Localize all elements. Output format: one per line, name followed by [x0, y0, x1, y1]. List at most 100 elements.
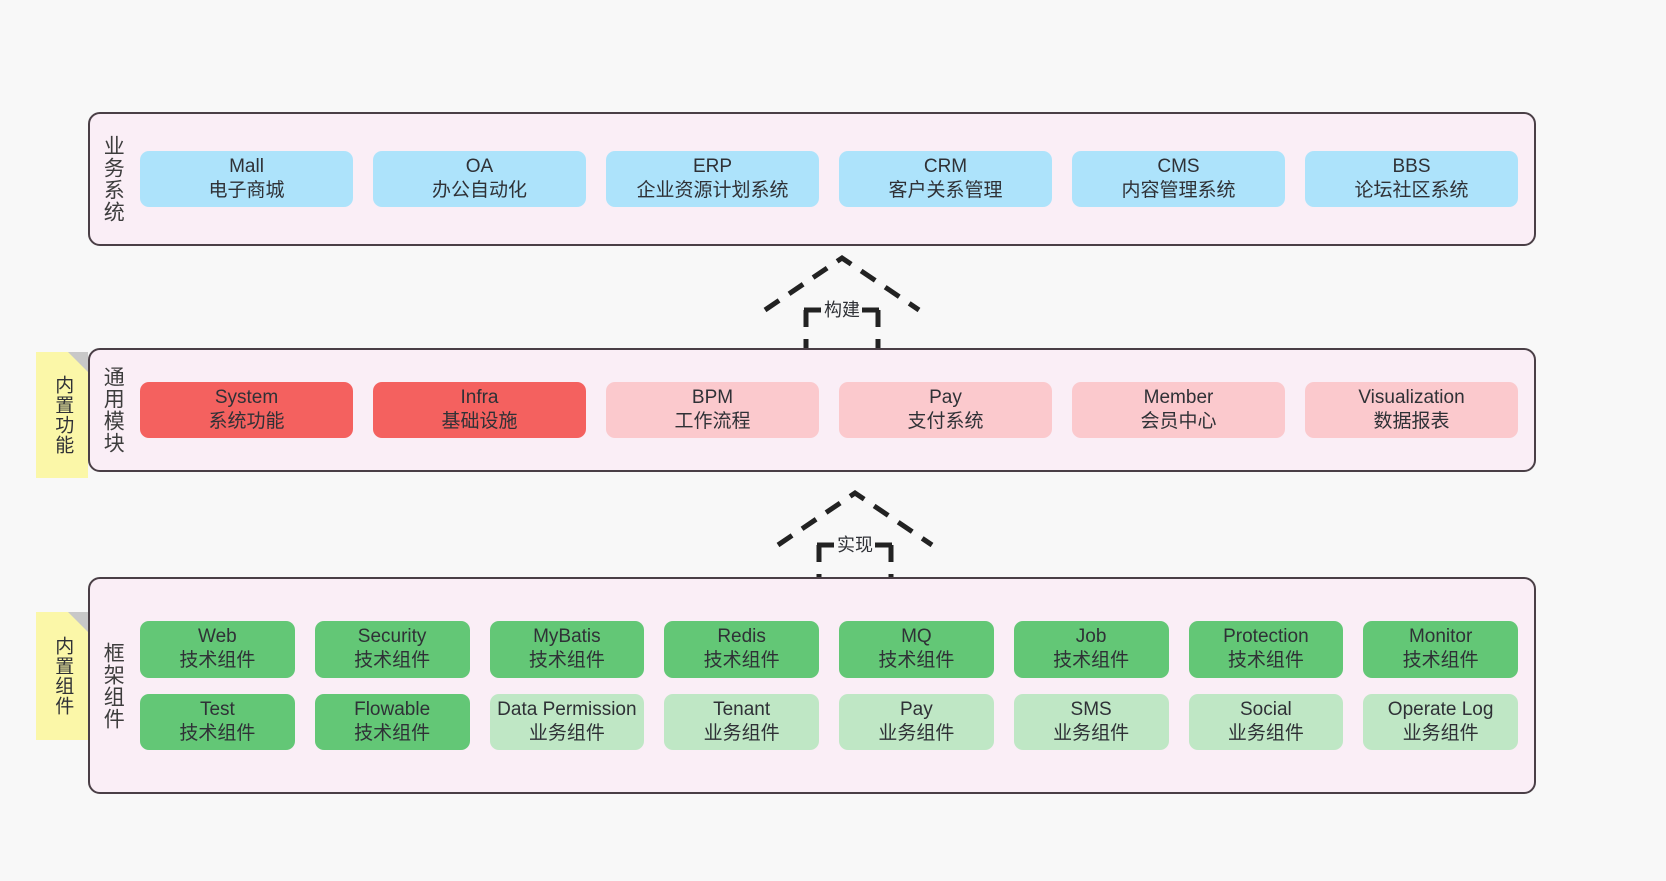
box-visualization[interactable]: Visualization 数据报表 [1305, 381, 1518, 439]
box-bbs-desc: 论坛社区系统 [1354, 180, 1469, 201]
box-crm-title: CRM [923, 155, 968, 177]
box-cms-title: CMS [1157, 155, 1200, 177]
box-crm-desc: 客户关系管理 [888, 180, 1003, 201]
box-web[interactable]: Web 技术组件 [140, 620, 295, 678]
connector-build-label: 构建 [822, 296, 862, 322]
box-operate-log[interactable]: Operate Log 业务组件 [1363, 693, 1518, 751]
connector-build: 构建 [757, 252, 927, 352]
note-fold-corner-icon [68, 352, 88, 372]
box-data-permission-title: Data Permission [497, 698, 637, 720]
row-business-components: Test 技术组件 Flowable 技术组件 Data Permission … [140, 693, 1518, 751]
box-security-desc: 技术组件 [354, 650, 431, 672]
box-web-title: Web [198, 625, 237, 647]
layer-label-framework-component: 框架组件 [101, 641, 125, 730]
row-tech-components: Web 技术组件 Security 技术组件 MyBatis 技术组件 Redi… [140, 620, 1518, 678]
box-mall-title: Mall [229, 155, 264, 177]
box-bpm-desc: 工作流程 [674, 411, 751, 432]
box-monitor-title: Monitor [1408, 625, 1473, 647]
box-member-title: Member [1143, 386, 1214, 408]
box-data-permission[interactable]: Data Permission 业务组件 [489, 693, 645, 751]
box-flowable-title: Flowable [354, 698, 431, 720]
box-social[interactable]: Social 业务组件 [1188, 693, 1344, 751]
box-visualization-desc: 数据报表 [1373, 411, 1450, 432]
box-social-title: Social [1240, 698, 1292, 720]
box-system-title: System [214, 386, 279, 408]
layer-body-framework-component: Web 技术组件 Security 技术组件 MyBatis 技术组件 Redi… [134, 579, 1534, 792]
box-operate-log-title: Operate Log [1387, 698, 1494, 720]
box-redis-title: Redis [717, 625, 766, 647]
note-builtin-function-label: 内置功能 [52, 375, 74, 455]
box-pay-component[interactable]: Pay 业务组件 [839, 693, 994, 751]
box-erp-title: ERP [692, 155, 733, 177]
box-visualization-title: Visualization [1358, 386, 1465, 408]
box-web-desc: 技术组件 [179, 650, 256, 672]
note-builtin-component-label: 内置组件 [52, 636, 74, 716]
box-erp-desc: 企业资源计划系统 [636, 180, 789, 201]
box-infra[interactable]: Infra 基础设施 [373, 381, 586, 439]
layer-label-common-module: 通用模块 [101, 366, 125, 454]
box-crm[interactable]: CRM 客户关系管理 [839, 150, 1052, 208]
box-protection[interactable]: Protection 技术组件 [1188, 620, 1344, 678]
box-pay-component-title: Pay [900, 698, 933, 720]
box-member[interactable]: Member 会员中心 [1072, 381, 1285, 439]
box-infra-desc: 基础设施 [441, 411, 518, 432]
arrow-head-outline [763, 254, 921, 313]
connector-implement: 实现 [770, 487, 940, 587]
box-mybatis[interactable]: MyBatis 技术组件 [489, 620, 645, 678]
box-cms-desc: 内容管理系统 [1121, 180, 1236, 201]
box-mq[interactable]: MQ 技术组件 [839, 620, 994, 678]
box-social-desc: 业务组件 [1227, 722, 1304, 744]
connector-implement-label: 实现 [835, 531, 875, 557]
box-redis[interactable]: Redis 技术组件 [664, 620, 819, 678]
box-pay-component-desc: 业务组件 [878, 722, 955, 744]
box-pay-module[interactable]: Pay 支付系统 [839, 381, 1052, 439]
box-monitor[interactable]: Monitor 技术组件 [1363, 620, 1518, 678]
box-bbs[interactable]: BBS 论坛社区系统 [1305, 150, 1518, 208]
note-builtin-component: 内置组件 [36, 612, 88, 740]
box-test[interactable]: Test 技术组件 [140, 693, 295, 751]
box-protection-title: Protection [1223, 625, 1309, 647]
box-infra-title: Infra [460, 386, 499, 408]
box-mq-title: MQ [901, 625, 932, 647]
box-mq-desc: 技术组件 [878, 650, 955, 672]
box-redis-desc: 技术组件 [703, 650, 780, 672]
box-oa-desc: 办公自动化 [431, 180, 527, 201]
box-sms-title: SMS [1070, 698, 1112, 720]
box-tenant-desc: 业务组件 [703, 722, 780, 744]
box-mall-desc: 电子商城 [208, 180, 285, 201]
box-flowable-desc: 技术组件 [354, 722, 431, 744]
box-sms[interactable]: SMS 业务组件 [1013, 693, 1169, 751]
layer-business-system: 业务系统 Mall 电子商城 OA 办公自动化 ERP 企业资源计划系统 CRM… [88, 112, 1536, 246]
box-data-permission-desc: 业务组件 [528, 722, 605, 744]
box-mall[interactable]: Mall 电子商城 [140, 150, 353, 208]
note-fold-corner-icon [68, 612, 88, 632]
box-bpm-title: BPM [691, 386, 734, 408]
box-system-desc: 系统功能 [208, 411, 285, 432]
box-cms[interactable]: CMS 内容管理系统 [1072, 150, 1285, 208]
layer-body-common-module: System 系统功能 Infra 基础设施 BPM 工作流程 Pay 支付系统… [134, 350, 1534, 470]
box-oa[interactable]: OA 办公自动化 [373, 150, 586, 208]
box-test-title: Test [199, 698, 235, 720]
arrow-shaft [803, 310, 881, 352]
layer-framework-component: 框架组件 Web 技术组件 Security 技术组件 MyBatis 技术组件… [88, 577, 1536, 794]
layer-body-business-system: Mall 电子商城 OA 办公自动化 ERP 企业资源计划系统 CRM 客户关系… [134, 114, 1534, 244]
box-job[interactable]: Job 技术组件 [1013, 620, 1169, 678]
box-member-desc: 会员中心 [1140, 411, 1217, 432]
box-flowable[interactable]: Flowable 技术组件 [314, 693, 470, 751]
box-erp[interactable]: ERP 企业资源计划系统 [606, 150, 819, 208]
box-tenant[interactable]: Tenant 业务组件 [664, 693, 819, 751]
box-bbs-title: BBS [1392, 155, 1431, 177]
box-bpm[interactable]: BPM 工作流程 [606, 381, 819, 439]
box-test-desc: 技术组件 [179, 722, 256, 744]
box-mybatis-desc: 技术组件 [528, 650, 605, 672]
box-system[interactable]: System 系统功能 [140, 381, 353, 439]
box-sms-desc: 业务组件 [1053, 722, 1130, 744]
note-builtin-function: 内置功能 [36, 352, 88, 478]
box-security[interactable]: Security 技术组件 [314, 620, 470, 678]
layer-label-business-system: 业务系统 [101, 135, 125, 223]
layer-common-module: 通用模块 System 系统功能 Infra 基础设施 BPM 工作流程 Pay… [88, 348, 1536, 472]
box-job-desc: 技术组件 [1053, 650, 1130, 672]
box-tenant-title: Tenant [713, 698, 771, 720]
box-oa-title: OA [465, 155, 494, 177]
